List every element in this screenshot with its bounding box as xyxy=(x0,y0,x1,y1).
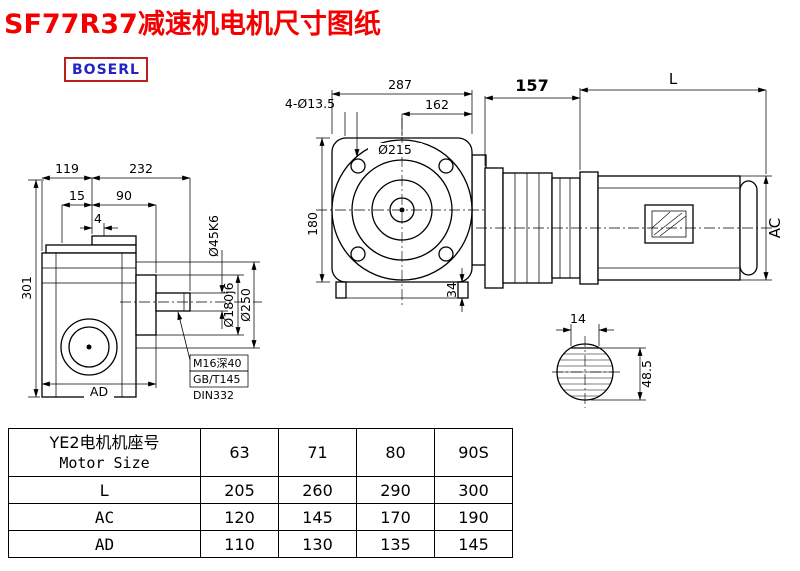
dim-162: 162 xyxy=(425,97,449,112)
dim-14: 14 xyxy=(570,311,586,326)
dim-180: 180 xyxy=(305,212,320,236)
bolt-hole xyxy=(438,158,454,174)
cell-L-63: 205 xyxy=(200,476,279,504)
note-tap: M16深40 xyxy=(193,357,242,370)
dim-301: 301 xyxy=(19,276,34,300)
cell-L-71: 260 xyxy=(278,476,357,504)
dim-232: 232 xyxy=(129,161,153,176)
output-flange xyxy=(135,274,157,336)
output-bore-inner xyxy=(68,326,110,368)
row-label-AC: AC xyxy=(8,503,201,531)
col-header-90s: 90S xyxy=(434,428,513,477)
note-std2: DIN332 xyxy=(193,389,234,402)
label-flange-dia: Ø250 xyxy=(238,288,253,322)
dim-ad: AD xyxy=(90,384,108,399)
left-side-view: 119 232 15 90 4 301 AD xyxy=(19,161,262,402)
dim-AC: AC xyxy=(766,218,784,238)
gearbox-top-plate xyxy=(45,244,137,254)
cell-AD-63: 110 xyxy=(200,530,279,558)
table-header-en: Motor Size xyxy=(59,454,150,472)
cell-L-80: 290 xyxy=(356,476,435,504)
right-assembly-view: 157 L AC xyxy=(476,70,784,289)
bolt-hole xyxy=(350,158,366,174)
foot-left xyxy=(335,281,347,299)
cell-AD-90s: 145 xyxy=(434,530,513,558)
bolt-hole xyxy=(438,246,454,262)
cell-AC-63: 120 xyxy=(200,503,279,531)
label-shaft-dia: Ø45K6 xyxy=(206,215,221,257)
col-header-63: 63 xyxy=(200,428,279,477)
brand-logo: BOSERL xyxy=(64,57,148,82)
cell-L-90s: 300 xyxy=(434,476,513,504)
table-row-AC: AC 120 145 170 190 xyxy=(8,503,513,531)
table-row-L: L 205 260 290 300 xyxy=(8,476,513,504)
col-header-71: 71 xyxy=(278,428,357,477)
dim-119: 119 xyxy=(55,161,79,176)
table-header-cn: YE2电机机座号 xyxy=(49,433,160,452)
bore-center-dot xyxy=(86,344,92,350)
gearbox-top-step xyxy=(91,235,137,246)
table-row-AD: AD 110 130 135 145 xyxy=(8,530,513,558)
dim-90: 90 xyxy=(116,188,132,203)
table-header-cell: YE2电机机座号 Motor Size xyxy=(8,428,201,477)
dim-15: 15 xyxy=(69,188,85,203)
dim-bolt-holes: 4-Ø13.5 xyxy=(285,96,335,111)
note-std1: GB/T145 xyxy=(193,373,241,386)
note-box-std xyxy=(189,370,249,388)
dim-4: 4 xyxy=(94,211,102,226)
row-label-L: L xyxy=(8,476,201,504)
col-header-80: 80 xyxy=(356,428,435,477)
dim-48-5: 48.5 xyxy=(639,360,654,388)
table-header-row: YE2电机机座号 Motor Size 63 71 80 90S xyxy=(8,428,513,477)
motor-size-table: YE2电机机座号 Motor Size 63 71 80 90S L 205 2… xyxy=(8,428,513,558)
row-label-AD: AD xyxy=(8,530,201,558)
cell-AC-80: 170 xyxy=(356,503,435,531)
dim-34: 34 xyxy=(444,282,459,298)
dim-157: 157 xyxy=(515,76,548,95)
dim-L: L xyxy=(669,70,678,88)
shaft-key-section: 14 48.5 xyxy=(552,311,654,408)
cell-AD-71: 130 xyxy=(278,530,357,558)
foot-right xyxy=(457,281,469,299)
label-spigot-dia: Ø180j6 xyxy=(221,282,236,327)
technical-drawing: 119 232 15 90 4 301 AD xyxy=(19,70,784,408)
cell-AC-90s: 190 xyxy=(434,503,513,531)
page-title: SF77R37减速机电机尺寸图纸 xyxy=(4,9,381,40)
cell-AC-71: 145 xyxy=(278,503,357,531)
bolt-hole xyxy=(350,246,366,262)
cell-AD-80: 135 xyxy=(356,530,435,558)
front-view: 287 162 4-Ø13.5 Ø215 180 34 xyxy=(285,77,492,312)
dim-flange-dia: Ø215 xyxy=(378,142,412,157)
dim-287: 287 xyxy=(388,77,412,92)
